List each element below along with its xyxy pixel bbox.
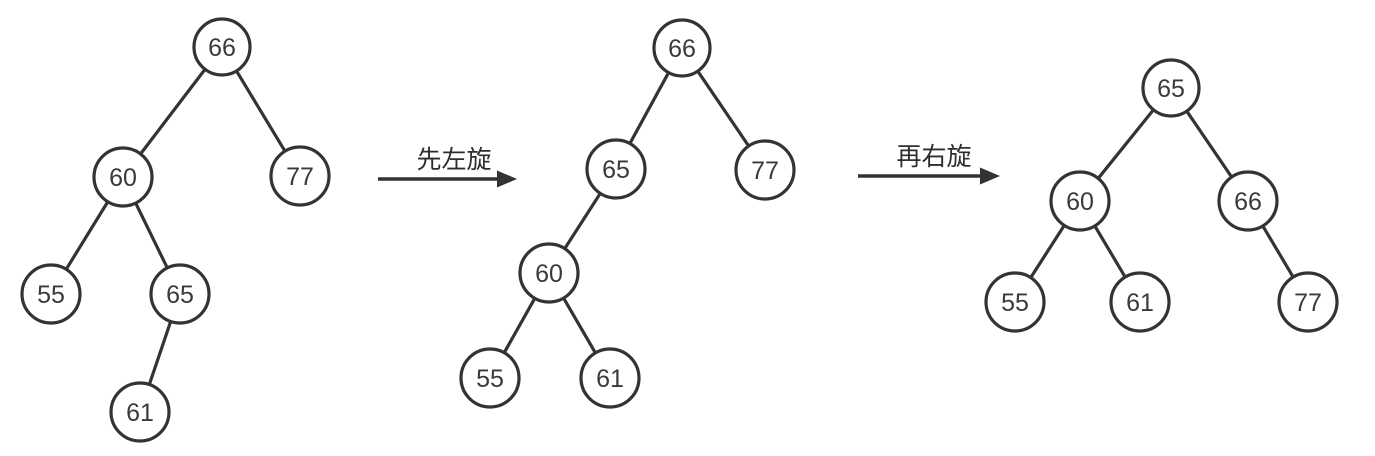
- tree-node-66: 66: [652, 18, 712, 78]
- tree-node-77: 77: [1277, 271, 1339, 333]
- tree-node-60: 60: [518, 242, 580, 304]
- tree-node-61: 61: [579, 347, 641, 409]
- tree-edge: [1092, 223, 1128, 280]
- node-circle: [192, 17, 252, 77]
- node-circle: [518, 242, 580, 304]
- tree-node-60: 60: [92, 146, 154, 208]
- arrow-label: 先左旋: [416, 146, 491, 174]
- tree-node-61: 61: [1109, 271, 1171, 333]
- node-value-label: 77: [1294, 289, 1322, 317]
- tree-edge: [1028, 222, 1067, 281]
- node-circle: [92, 146, 154, 208]
- tree-node-55: 55: [459, 347, 521, 409]
- node-circle: [1277, 271, 1339, 333]
- edges-layer: [64, 66, 1296, 388]
- node-value-label: 77: [286, 163, 314, 191]
- tree-edge: [133, 200, 170, 271]
- tree-edge: [695, 68, 751, 149]
- tree-edge: [502, 295, 537, 356]
- node-value-label: 66: [1234, 188, 1262, 216]
- arrow-head-icon: [980, 167, 1000, 185]
- tree-edge: [1184, 108, 1234, 180]
- tree-node-61: 61: [109, 381, 171, 443]
- tree-node-77: 77: [734, 139, 796, 201]
- arrow-right-rotation: 再右旋: [858, 143, 1000, 185]
- tree-node-65: 65: [1141, 58, 1201, 118]
- nodes-layer: 66 60 77 55 65 61 66 65 77 60 55 61 65 60 66 55 61 77: [20, 17, 1339, 443]
- node-value-label: 65: [166, 281, 194, 309]
- tree-edge: [64, 199, 110, 272]
- node-value-label: 55: [1001, 289, 1029, 317]
- arrows-layer: 先左旋 再右旋: [378, 143, 1000, 188]
- tree-node-77: 77: [269, 145, 331, 207]
- tree-edge: [627, 70, 671, 147]
- tree-node-60: 60: [1049, 170, 1111, 232]
- node-circle: [1109, 271, 1171, 333]
- node-circle: [109, 381, 171, 443]
- node-circle: [269, 145, 331, 207]
- node-value-label: 61: [596, 365, 624, 393]
- node-circle: [984, 271, 1046, 333]
- tree-edge: [1260, 223, 1296, 280]
- node-circle: [1217, 170, 1279, 232]
- node-value-label: 66: [208, 34, 236, 62]
- arrow-head-icon: [497, 170, 517, 188]
- tree-node-65: 65: [149, 263, 211, 325]
- node-value-label: 61: [126, 399, 154, 427]
- tree-node-66: 66: [1217, 170, 1279, 232]
- node-value-label: 60: [535, 260, 563, 288]
- node-circle: [734, 139, 796, 201]
- tree-edge: [1095, 107, 1156, 181]
- node-value-label: 77: [751, 157, 779, 185]
- node-value-label: 65: [602, 156, 630, 184]
- tree-node-55: 55: [20, 263, 82, 325]
- node-value-label: 55: [37, 281, 65, 309]
- node-value-label: 66: [668, 35, 696, 63]
- tree-edge: [234, 68, 288, 154]
- node-circle: [1049, 170, 1111, 232]
- node-value-label: 65: [1157, 75, 1185, 103]
- tree-node-66: 66: [192, 17, 252, 77]
- node-circle: [652, 18, 712, 78]
- node-circle: [585, 138, 647, 200]
- node-value-label: 55: [476, 365, 504, 393]
- node-value-label: 60: [109, 164, 137, 192]
- node-circle: [149, 263, 211, 325]
- arrow-left-rotation: 先左旋: [378, 146, 517, 188]
- node-circle: [579, 347, 641, 409]
- tree-edge: [138, 66, 208, 157]
- tree-edge: [562, 190, 603, 252]
- tree-edge: [561, 295, 598, 356]
- node-value-label: 60: [1066, 188, 1094, 216]
- node-circle: [1141, 58, 1201, 118]
- tree-node-55: 55: [984, 271, 1046, 333]
- node-circle: [20, 263, 82, 325]
- tree-node-65: 65: [585, 138, 647, 200]
- tree-edge: [147, 318, 173, 388]
- arrow-label: 再右旋: [896, 143, 971, 171]
- node-circle: [459, 347, 521, 409]
- node-value-label: 61: [1126, 289, 1154, 317]
